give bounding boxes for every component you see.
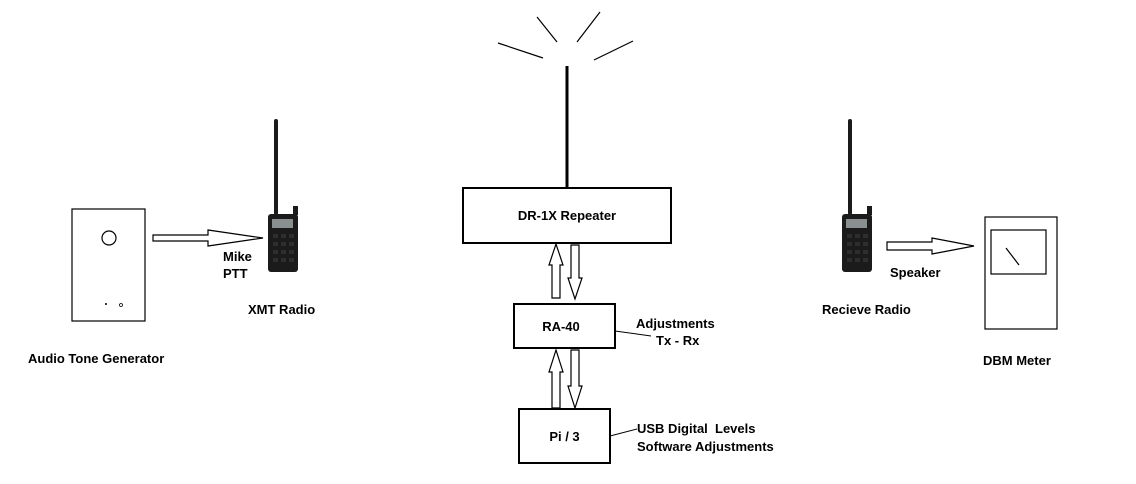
pi-note-line1: USB Digital Levels: [637, 421, 756, 436]
pi-box: [518, 408, 611, 464]
tone-knob-icon: [101, 230, 117, 246]
dbm-meter-box: [984, 216, 1058, 330]
jack-ring-icon: [119, 303, 123, 307]
arrow-ra40-to-repeater: [548, 242, 564, 299]
arrow-tone-to-xmt: [152, 229, 264, 247]
ra40-box: [513, 303, 616, 349]
audio-tone-generator-label: Audio Tone Generator: [28, 351, 165, 366]
pi-note-leader: [609, 428, 638, 437]
arrow-ra40-to-pi: [567, 349, 583, 410]
mike-label: Mike: [223, 249, 252, 264]
xmt-radio-label: XMT Radio: [248, 302, 316, 317]
arrow-pi-to-ra40: [548, 348, 564, 409]
xmt-radio-icon: [268, 119, 298, 272]
meter-icon: [984, 216, 1058, 330]
pi-note-line2: Software Adjustments: [637, 439, 774, 454]
dbm-meter-label: DBM Meter: [983, 353, 1051, 368]
ptt-label: PTT: [223, 266, 248, 281]
audio-tone-generator-box: [71, 208, 146, 322]
ra40-note-line2: Tx - Rx: [656, 333, 700, 348]
arrow-receive-to-meter: [886, 237, 975, 255]
antenna-icon: [497, 11, 634, 189]
repeater-box: [462, 187, 672, 244]
ra40-note-line1: Adjustments: [636, 316, 715, 331]
arrow-repeater-to-ra40: [567, 244, 583, 301]
ra40-note-leader: [614, 330, 652, 337]
speaker-label: Speaker: [890, 265, 941, 280]
jack-dot-icon: [105, 303, 107, 305]
dbm-meter-needle: [1005, 247, 1020, 266]
audio-tone-generator-device: [71, 208, 146, 322]
dbm-meter-face: [990, 229, 1047, 275]
receive-radio-icon: [842, 119, 872, 272]
receive-radio-label: Recieve Radio: [822, 302, 911, 317]
